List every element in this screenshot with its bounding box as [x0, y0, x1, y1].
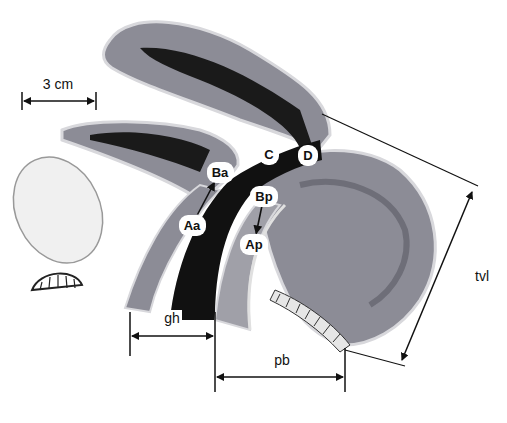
- point-label: Bp: [255, 189, 272, 204]
- pubic-bone: [0, 142, 119, 277]
- segment-arrow: [256, 207, 262, 234]
- dimension-label: tvl: [473, 268, 491, 284]
- point-label: C: [264, 147, 273, 162]
- dimension-label: gh: [162, 310, 182, 326]
- point-marker: D: [298, 145, 318, 166]
- scale-label: 3 cm: [41, 76, 75, 92]
- point-label: Aa: [184, 218, 201, 233]
- point-label: Ap: [245, 237, 262, 252]
- point-marker: C: [259, 144, 279, 165]
- point-label: Ba: [212, 165, 229, 180]
- segment-arrow: [198, 183, 215, 215]
- point-marker: Bp: [250, 186, 278, 207]
- point-label: D: [303, 148, 312, 163]
- point-marker: Aa: [179, 215, 206, 236]
- dimension-label: pb: [272, 352, 292, 368]
- anal-sphincter: [270, 290, 350, 352]
- rectum: [260, 151, 435, 345]
- point-marker: Ba: [207, 162, 234, 183]
- point-marker: Ap: [240, 234, 268, 255]
